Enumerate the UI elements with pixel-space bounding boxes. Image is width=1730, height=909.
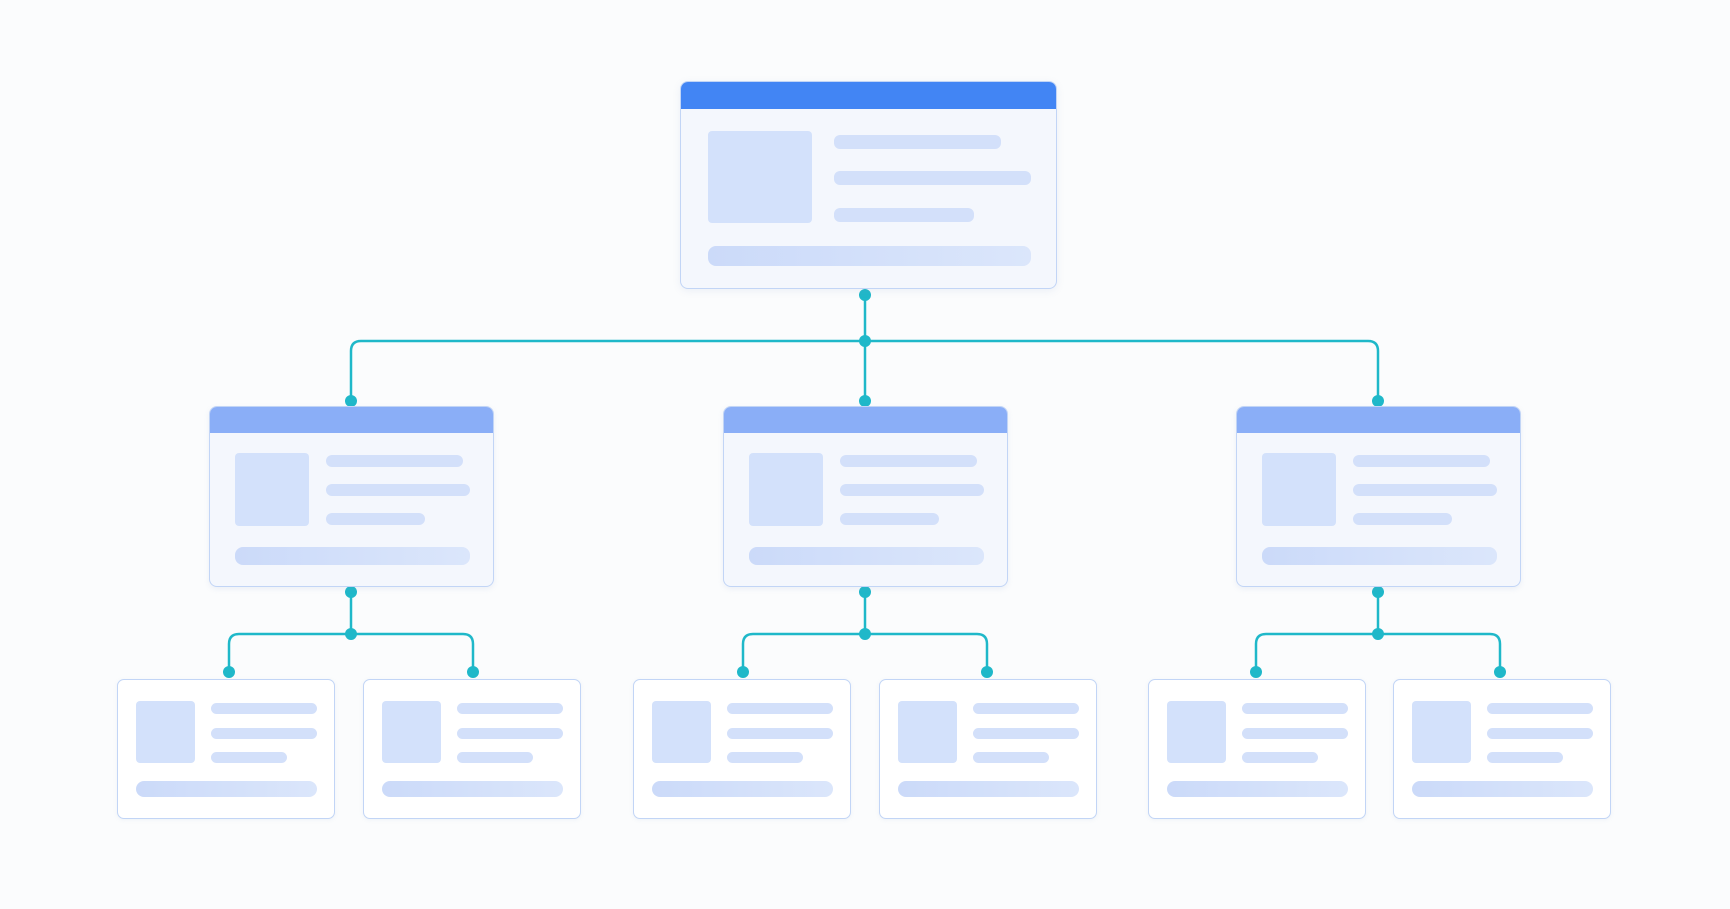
- connector-dot: [859, 395, 871, 407]
- connector-dot: [345, 628, 357, 640]
- connector-dot: [981, 666, 993, 678]
- text-placeholder-line: [727, 752, 803, 763]
- text-placeholder-line: [457, 703, 563, 714]
- connector-dot: [859, 335, 871, 347]
- text-placeholder-line: [840, 484, 984, 496]
- text-placeholder-line: [1242, 703, 1348, 714]
- text-placeholder-line: [1353, 484, 1497, 496]
- leaf-node-card-4: [879, 679, 1097, 819]
- child-node-header: [210, 407, 493, 433]
- text-placeholder-line: [973, 703, 1079, 714]
- child-node-card-3: [1236, 406, 1521, 587]
- connector-dot: [859, 628, 871, 640]
- footer-placeholder-bar: [652, 781, 833, 797]
- child-node-card-2: [723, 406, 1008, 587]
- connector-dot: [467, 666, 479, 678]
- text-placeholder-line: [834, 208, 974, 222]
- image-placeholder: [708, 131, 812, 223]
- image-placeholder: [136, 701, 195, 763]
- text-placeholder-line: [1242, 728, 1348, 739]
- text-placeholder-line: [727, 703, 833, 714]
- text-placeholder-line: [1487, 752, 1563, 763]
- child-node-header: [1237, 407, 1520, 433]
- image-placeholder: [1167, 701, 1226, 763]
- connector-dot: [223, 666, 235, 678]
- footer-placeholder-bar: [749, 547, 984, 565]
- text-placeholder-line: [840, 513, 939, 525]
- leaf-node-card-1: [117, 679, 335, 819]
- text-placeholder-line: [1487, 728, 1593, 739]
- text-placeholder-line: [326, 455, 463, 467]
- footer-placeholder-bar: [1412, 781, 1593, 797]
- footer-placeholder-bar: [136, 781, 317, 797]
- footer-placeholder-bar: [1167, 781, 1348, 797]
- leaf-node-card-2: [363, 679, 581, 819]
- root-node-card: [680, 81, 1057, 289]
- connector-dot: [737, 666, 749, 678]
- text-placeholder-line: [1353, 455, 1490, 467]
- footer-placeholder-bar: [708, 246, 1031, 266]
- image-placeholder: [652, 701, 711, 763]
- text-placeholder-line: [211, 752, 287, 763]
- text-placeholder-line: [457, 728, 563, 739]
- connector-dot: [1372, 395, 1384, 407]
- text-placeholder-line: [973, 728, 1079, 739]
- leaf-node-card-5: [1148, 679, 1366, 819]
- text-placeholder-line: [1487, 703, 1593, 714]
- connector-dot: [1372, 586, 1384, 598]
- image-placeholder: [382, 701, 441, 763]
- image-placeholder: [235, 453, 309, 526]
- image-placeholder: [749, 453, 823, 526]
- text-placeholder-line: [1242, 752, 1318, 763]
- image-placeholder: [1262, 453, 1336, 526]
- footer-placeholder-bar: [898, 781, 1079, 797]
- leaf-node-card-3: [633, 679, 851, 819]
- root-node-header: [681, 82, 1056, 109]
- connector-dot: [1494, 666, 1506, 678]
- child-node-header: [724, 407, 1007, 433]
- text-placeholder-line: [1353, 513, 1452, 525]
- connector-dot: [859, 289, 871, 301]
- text-placeholder-line: [326, 484, 470, 496]
- child-node-card-1: [209, 406, 494, 587]
- text-placeholder-line: [834, 135, 1001, 149]
- footer-placeholder-bar: [1262, 547, 1497, 565]
- footer-placeholder-bar: [235, 547, 470, 565]
- connector-dot: [1250, 666, 1262, 678]
- text-placeholder-line: [973, 752, 1049, 763]
- text-placeholder-line: [211, 703, 317, 714]
- leaf-node-card-6: [1393, 679, 1611, 819]
- image-placeholder: [898, 701, 957, 763]
- footer-placeholder-bar: [382, 781, 563, 797]
- text-placeholder-line: [840, 455, 977, 467]
- text-placeholder-line: [727, 728, 833, 739]
- connector-dot: [345, 395, 357, 407]
- text-placeholder-line: [457, 752, 533, 763]
- connector-dot: [859, 586, 871, 598]
- connector-dot: [1372, 628, 1384, 640]
- image-placeholder: [1412, 701, 1471, 763]
- connector-dot: [345, 586, 357, 598]
- text-placeholder-line: [834, 171, 1031, 185]
- text-placeholder-line: [326, 513, 425, 525]
- text-placeholder-line: [211, 728, 317, 739]
